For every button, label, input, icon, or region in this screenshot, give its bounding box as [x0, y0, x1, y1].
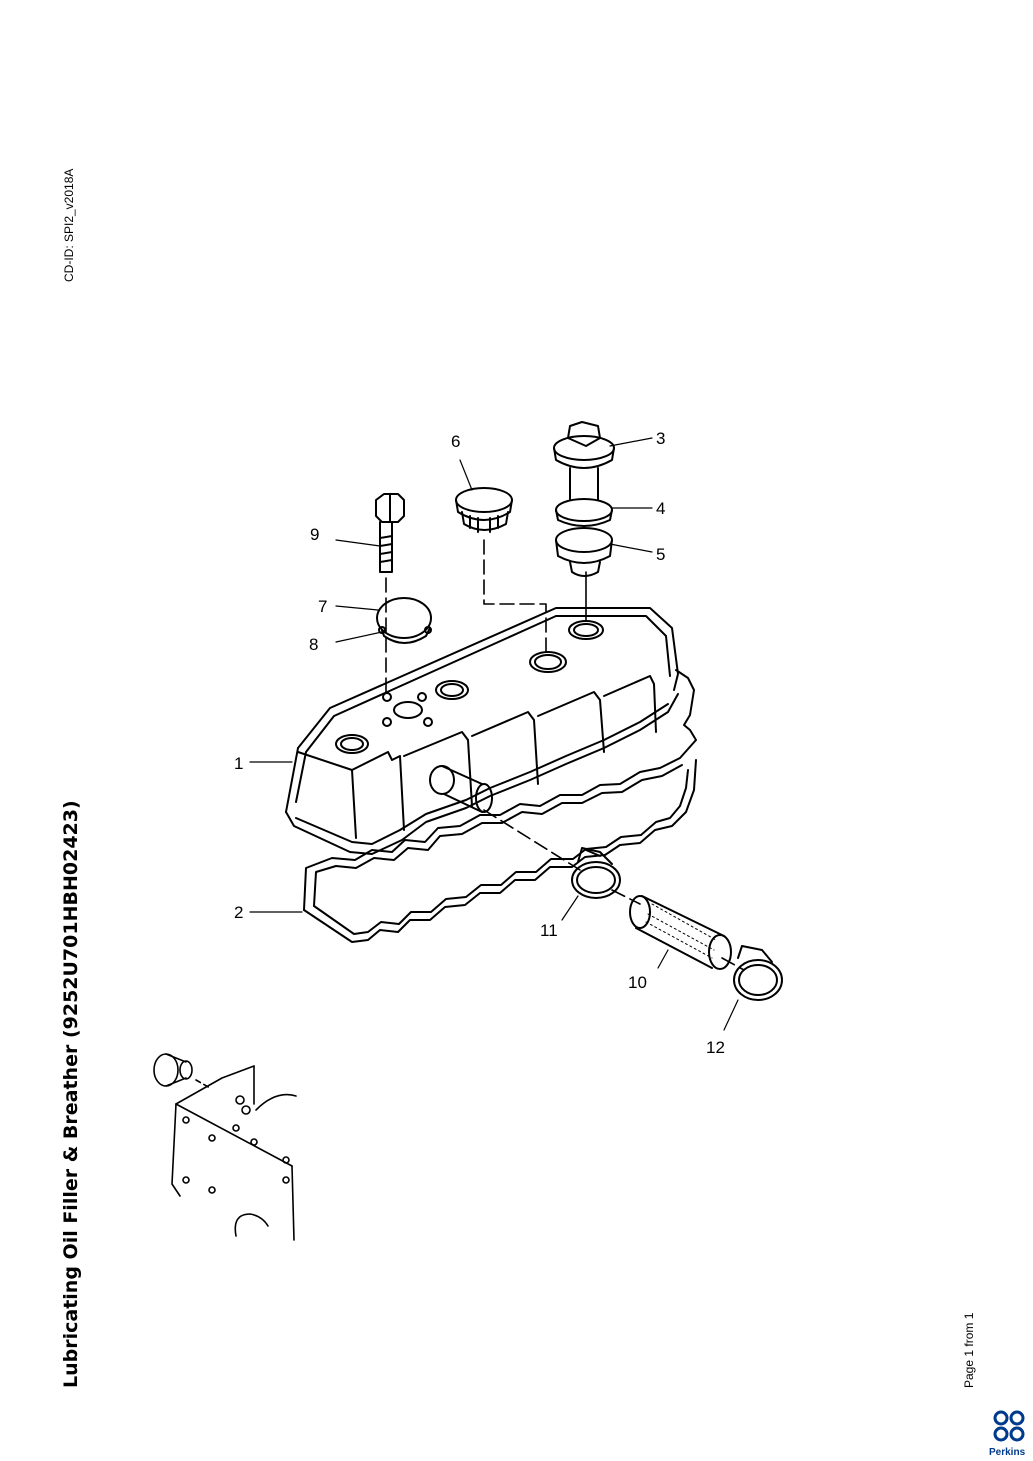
rocker-cover-part	[285, 607, 679, 855]
engine-locator-inset	[153, 1053, 297, 1241]
callout-10: 10	[628, 973, 647, 992]
callout-7: 7	[318, 597, 327, 616]
washer-part	[555, 498, 613, 527]
perkins-logo	[993, 1410, 1025, 1442]
callout-12: 12	[706, 1038, 725, 1057]
grommet-part	[555, 527, 613, 577]
hose-clip-part-2	[733, 945, 783, 1001]
callout-6: 6	[451, 432, 460, 451]
flanged-bolt-part	[553, 421, 615, 501]
filler-cap-part	[455, 487, 513, 533]
callout-11: 11	[540, 921, 558, 940]
hose-part	[629, 895, 732, 970]
bolt-part	[375, 493, 405, 573]
callout-5: 5	[656, 545, 665, 564]
hose-clip-part	[571, 847, 621, 899]
callout-8: 8	[309, 635, 318, 654]
callout-9: 9	[310, 525, 319, 544]
brand-name: Perkins	[989, 1447, 1026, 1458]
callout-2: 2	[234, 903, 243, 922]
cover-plate-part	[376, 597, 432, 644]
callout-1: 1	[234, 754, 243, 773]
callout-3: 3	[656, 429, 665, 448]
callout-4: 4	[656, 499, 665, 518]
gasket-part	[303, 669, 697, 943]
